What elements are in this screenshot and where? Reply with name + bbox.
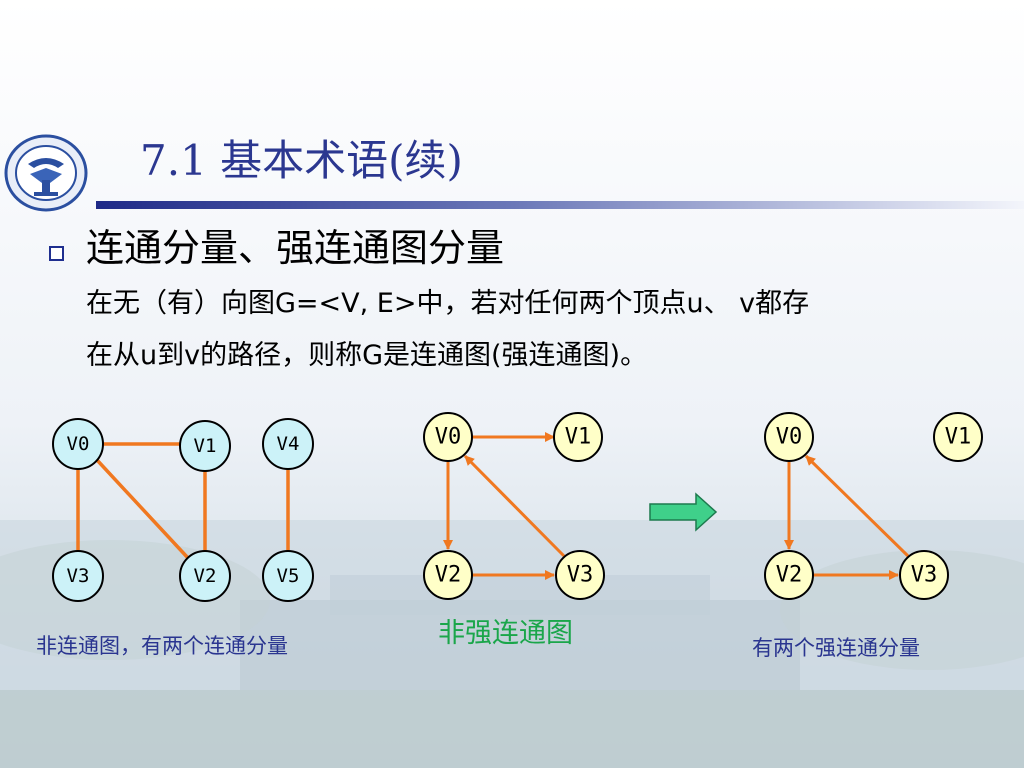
node-label: V5 bbox=[277, 565, 300, 587]
caption-strong-components: 有两个强连通分量 bbox=[752, 636, 920, 660]
transition-arrow-icon bbox=[649, 492, 718, 532]
slide-title: 7.1 基本术语(续) bbox=[140, 136, 463, 185]
node-v2: V2 bbox=[179, 550, 231, 602]
node-v3: V3 bbox=[899, 550, 949, 600]
node-v3: V3 bbox=[52, 550, 104, 602]
graph-directed-not-strong: V0 V1 V2 V3 bbox=[423, 412, 605, 600]
node-label: V1 bbox=[565, 425, 592, 450]
university-seal-logo bbox=[4, 134, 88, 212]
node-v5: V5 bbox=[262, 550, 314, 602]
node-label: V3 bbox=[567, 563, 594, 588]
node-v0: V0 bbox=[52, 418, 104, 470]
node-label: V2 bbox=[776, 563, 803, 588]
node-label: V3 bbox=[67, 565, 90, 587]
node-v0: V0 bbox=[423, 412, 473, 462]
node-label: V1 bbox=[945, 425, 972, 450]
node-v4: V4 bbox=[262, 418, 314, 470]
node-label: V1 bbox=[194, 435, 217, 457]
graph-undirected: V0 V1 V4 V3 V2 V5 bbox=[52, 418, 314, 602]
edge-v0-v2 bbox=[95, 458, 190, 560]
definition-line-1: 在无（有）向图G=<V, E>中，若对任何两个顶点u、 v都存 bbox=[86, 288, 810, 319]
arc-v3-v0 bbox=[804, 454, 910, 558]
bullet-square-icon bbox=[49, 246, 64, 261]
node-label: V0 bbox=[435, 425, 462, 450]
node-label: V0 bbox=[776, 425, 803, 450]
caption-undirected-graph: 非连通图，有两个连通分量 bbox=[36, 634, 288, 658]
node-label: V2 bbox=[435, 563, 462, 588]
caption-not-strongly-connected: 非强连通图 bbox=[438, 618, 573, 649]
graph-strong-components: V0 V1 V2 V3 bbox=[764, 412, 983, 600]
section-heading: 连通分量、强连通图分量 bbox=[86, 226, 505, 270]
node-label: V0 bbox=[67, 433, 90, 455]
header-rule bbox=[96, 196, 1024, 209]
node-v3: V3 bbox=[555, 550, 605, 600]
node-label: V3 bbox=[911, 563, 938, 588]
node-v1: V1 bbox=[933, 412, 983, 462]
node-v2: V2 bbox=[764, 550, 814, 600]
definition-line-2: 在从u到v的路径，则称G是连通图(强连通图)。 bbox=[86, 340, 648, 371]
arc-v3-v0 bbox=[463, 454, 566, 558]
node-v2: V2 bbox=[423, 550, 473, 600]
node-label: V2 bbox=[194, 565, 217, 587]
node-v1: V1 bbox=[179, 420, 231, 472]
node-v0: V0 bbox=[764, 412, 814, 462]
node-label: V4 bbox=[277, 433, 300, 455]
node-v1: V1 bbox=[553, 412, 603, 462]
